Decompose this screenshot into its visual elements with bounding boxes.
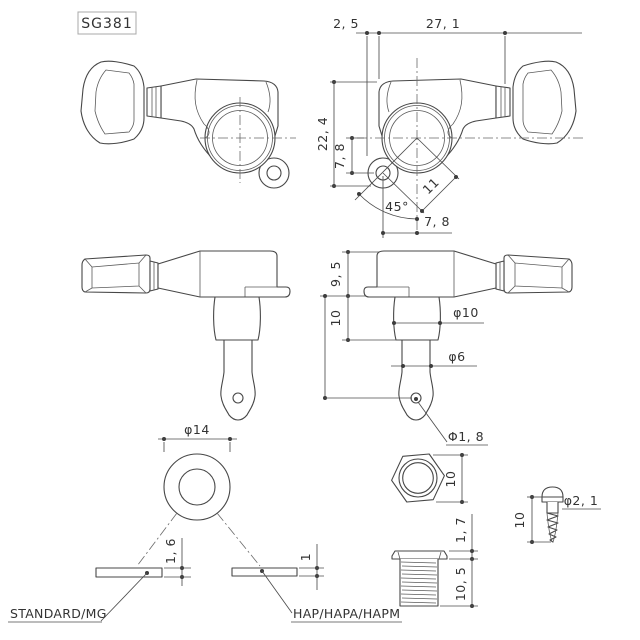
label-standard: STANDARD/MG: [10, 606, 107, 621]
mounting-screw: 10 φ2, 1: [512, 486, 601, 544]
dim-angle: 45°: [385, 199, 409, 214]
dim-overall-height: 22, 4: [315, 117, 330, 151]
dim-hole-drop: 7, 8: [332, 143, 347, 169]
dim-washer-thickness-hap: 1: [298, 553, 313, 561]
top-dimensions: 2, 5 27, 1 22, 4 7, 8 45° 11 7, 8: [315, 16, 582, 238]
side-view-right: [367, 60, 577, 189]
bushing-side-view: 1, 7 10, 5: [391, 514, 478, 608]
dim-washer-diameter: φ14: [184, 422, 210, 437]
front-view-right: [363, 250, 573, 421]
dim-hole-offset: 7, 8: [424, 214, 450, 229]
dim-shaft-diameter: φ6: [448, 349, 465, 364]
model-number: SG381: [81, 16, 132, 32]
dim-washer-thickness-standard: 1, 6: [163, 538, 178, 564]
dim-screw-diameter: φ2, 1: [564, 493, 599, 508]
washer-top-view: φ14: [136, 422, 261, 567]
dim-flange-thickness: 1, 7: [453, 517, 468, 543]
dim-nut-across-flats: 10: [443, 471, 458, 488]
dim-tab-offset: 2, 5: [333, 16, 359, 31]
front-view-left: [81, 250, 291, 421]
model-label-box: SG381: [77, 11, 137, 35]
dim-body-length: 27, 1: [426, 16, 460, 31]
dim-screw-length: 10: [512, 512, 527, 529]
side-view-left: [80, 60, 290, 189]
washer-side-hap: 1 HAP/HAPA/HAPM: [231, 544, 402, 623]
dim-thread-length: 10, 5: [453, 567, 468, 601]
centerlines: [200, 58, 584, 238]
hex-bushing-top-view: 10: [391, 453, 468, 504]
dim-post-diameter: φ10: [453, 305, 479, 320]
dim-bushing-depth: 10: [328, 310, 343, 327]
dim-string-hole: Φ1, 8: [448, 429, 484, 444]
washer-side-standard: 1, 6 STANDARD/MG: [8, 538, 191, 623]
front-dimensions: 9, 5 10 φ10 φ6 Φ1, 8: [320, 250, 488, 446]
label-hap: HAP/HAPA/HAPM: [293, 606, 400, 621]
dim-housing-height: 9, 5: [328, 261, 343, 287]
